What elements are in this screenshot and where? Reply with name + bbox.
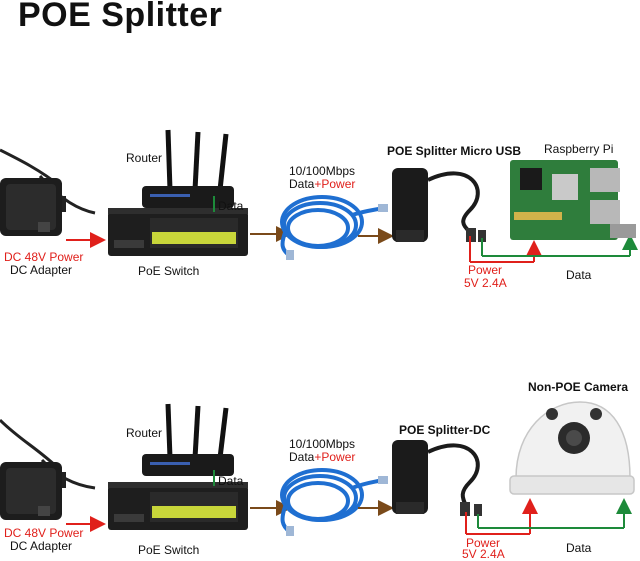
bottom-data-power-label: Data+Power <box>289 450 355 464</box>
bottom-switch-icon <box>108 482 248 530</box>
top-ethernet-cable-icon <box>280 195 388 260</box>
top-adapter-name-label: DC Adapter <box>10 263 73 277</box>
bottom-data-word: Data <box>289 450 315 464</box>
bottom-out-power-label: Power <box>466 536 501 550</box>
top-adapter-power-label: DC 48V Power <box>4 250 84 264</box>
bottom-row <box>0 401 635 536</box>
bottom-speed-label: 10/100Mbps <box>289 437 356 451</box>
bottom-switch-label: PoE Switch <box>138 543 200 557</box>
bottom-dc-adapter-icon <box>0 418 96 520</box>
bottom-splitter-label: POE Splitter-DC <box>399 423 491 437</box>
top-data-word: Data <box>289 177 315 191</box>
top-splitter-label: POE Splitter Micro USB <box>387 144 522 158</box>
top-dc-adapter-icon <box>0 148 96 236</box>
bottom-device-label: Non-POE Camera <box>528 380 629 394</box>
top-switch-icon <box>108 208 248 256</box>
bottom-out-spec-label: 5V 2.4A <box>462 547 505 561</box>
top-device-label: Raspberry Pi <box>544 142 614 156</box>
top-plus-power-word: +Power <box>314 177 356 191</box>
top-row <box>0 129 638 263</box>
top-splitter-icon <box>392 168 486 242</box>
bottom-router-label: Router <box>126 426 163 440</box>
bottom-plus-power-word: +Power <box>314 450 356 464</box>
bottom-camera-icon <box>509 401 635 495</box>
top-router-icon <box>142 129 234 208</box>
bottom-adapter-name-label: DC Adapter <box>10 539 73 553</box>
top-router-label: Router <box>126 151 163 165</box>
top-switch-label: PoE Switch <box>138 264 200 278</box>
bottom-splitter-icon <box>392 440 482 516</box>
top-data-tag: Data <box>218 199 244 213</box>
bottom-out-data-label: Data <box>566 541 592 555</box>
top-out-spec-label: 5V 2.4A <box>464 276 507 290</box>
top-data-power-label: Data+Power <box>289 177 355 191</box>
page-title: POE Splitter <box>18 0 223 34</box>
bottom-data-tag: Data <box>218 474 244 488</box>
top-out-power-label: Power <box>468 263 503 277</box>
top-raspberry-pi-icon <box>510 160 636 240</box>
bottom-router-icon <box>142 403 234 476</box>
top-speed-label: 10/100Mbps <box>289 164 356 178</box>
bottom-ethernet-cable-icon <box>280 468 388 536</box>
bottom-adapter-power-label: DC 48V Power <box>4 526 84 540</box>
top-out-data-label: Data <box>566 268 592 282</box>
